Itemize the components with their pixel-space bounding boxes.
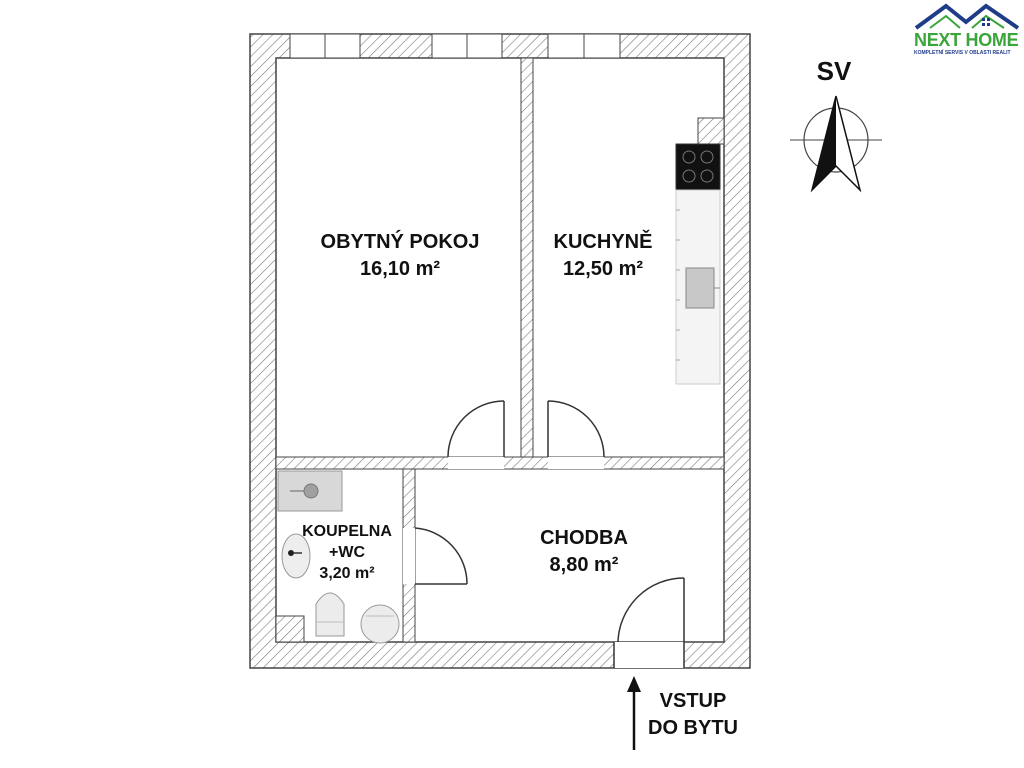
room-name: CHODBA bbox=[540, 527, 628, 549]
room-name: KUCHYNĚ bbox=[553, 231, 653, 253]
kitchen-counter bbox=[675, 143, 721, 385]
washing-machine-icon bbox=[360, 604, 400, 644]
toilet-icon bbox=[315, 592, 345, 637]
door-kitchen bbox=[547, 400, 605, 469]
wall-living-kitchen bbox=[520, 57, 534, 469]
room-label-kitchen: KUCHYNĚ 12,50 m² bbox=[538, 229, 668, 283]
entrance-label: VSTUP DO BYTU bbox=[648, 688, 738, 742]
room-name: OBYTNÝ POKOJ bbox=[320, 231, 480, 253]
room-label-bathroom: KOUPELNA +WC 3,20 m² bbox=[284, 522, 410, 584]
washbasin-icon bbox=[281, 533, 311, 579]
entrance-line2: DO BYTU bbox=[648, 717, 738, 739]
bathroom-fixtures bbox=[277, 470, 400, 644]
entrance-line1: VSTUP bbox=[659, 690, 727, 712]
logo-house-icon bbox=[914, 3, 1020, 30]
sink-icon bbox=[685, 267, 715, 309]
door-living bbox=[447, 400, 505, 469]
entrance-arrow-icon bbox=[627, 676, 641, 750]
compass-icon bbox=[790, 95, 882, 193]
logo-name: NEXT HOME bbox=[914, 30, 1019, 50]
room-area: 3,20 m² bbox=[319, 564, 375, 582]
bath-notch bbox=[275, 615, 305, 643]
windows bbox=[289, 33, 621, 59]
room-name: KOUPELNA bbox=[302, 523, 392, 540]
logo-tagline: KOMPLETNÍ SERVIS V OBLASTI REALIT bbox=[914, 50, 1011, 56]
room-area: 16,10 m² bbox=[359, 258, 441, 280]
doors bbox=[403, 400, 685, 668]
compass-label: SV bbox=[816, 56, 852, 86]
room-name: +WC bbox=[329, 543, 365, 561]
room-label-hallway: CHODBA 8,80 m² bbox=[504, 525, 664, 579]
cooktop-icon bbox=[675, 143, 721, 191]
kitchen-notch bbox=[697, 117, 725, 145]
room-label-living: OBYTNÝ POKOJ 16,10 m² bbox=[290, 229, 510, 283]
room-area: 8,80 m² bbox=[549, 554, 619, 576]
room-area: 12,50 m² bbox=[562, 258, 644, 280]
door-entrance bbox=[613, 577, 685, 668]
door-bathroom bbox=[403, 527, 468, 585]
